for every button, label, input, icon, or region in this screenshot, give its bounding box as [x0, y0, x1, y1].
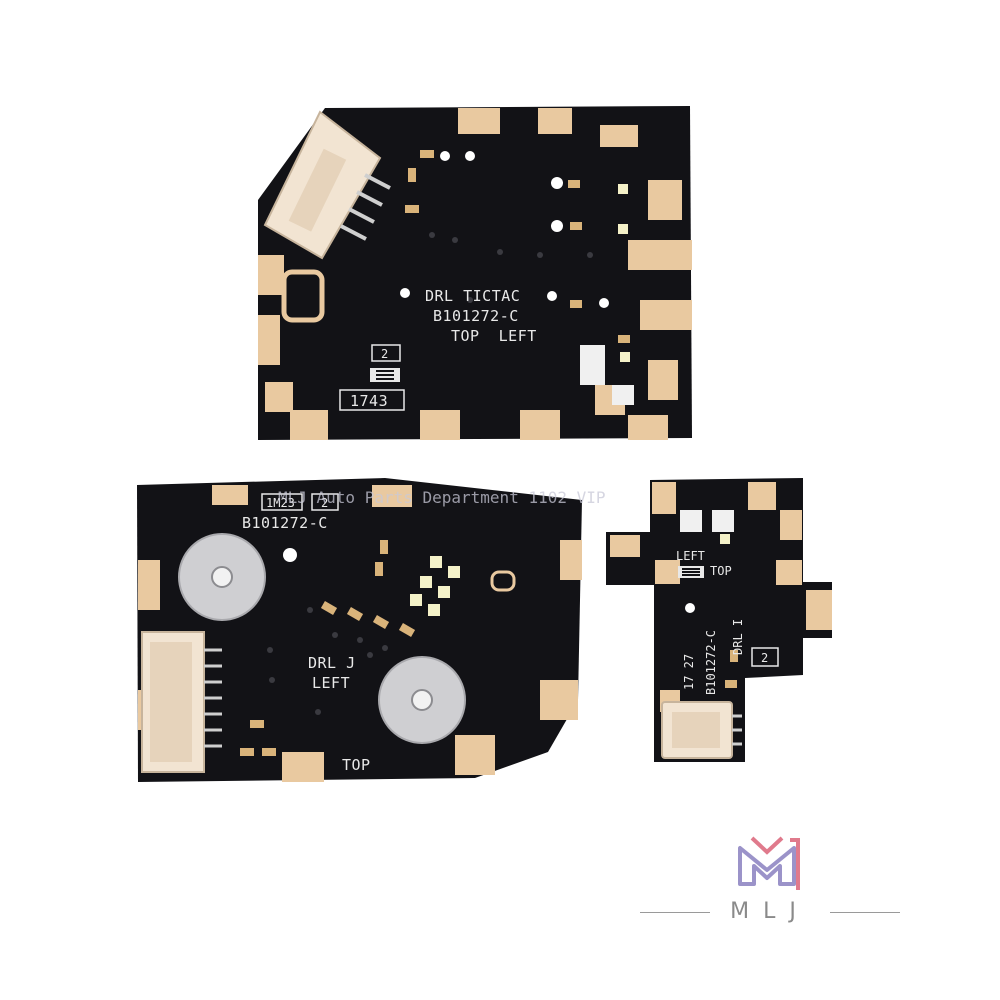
connector-small [661, 701, 742, 759]
silk-box-number: 2 [381, 347, 388, 361]
mlj-logo-icon [738, 836, 800, 890]
pcb-board-bottom-left: 1M23 2 B101272-C DRL J LEFT TOP [137, 478, 582, 782]
silk-part-number-2: B101272-C [242, 514, 328, 532]
silk-small-box: 2 [761, 651, 768, 665]
mounting-pad-lower [378, 656, 466, 744]
brand-lockup: MLJ [640, 895, 900, 929]
silk-left: LEFT [312, 674, 350, 692]
silk-code-b: 2 [321, 496, 328, 510]
led-array [410, 556, 460, 616]
brand-line-right [830, 912, 900, 913]
mounting-pad-upper [178, 533, 266, 621]
silk-drl-tictac: DRL TICTAC [425, 287, 520, 305]
silk-part-number: B101272-C [433, 307, 519, 325]
silk-small-top: TOP [710, 564, 732, 578]
silk-small-left: LEFT [676, 549, 705, 563]
silk-small-drl: DRL I [731, 619, 745, 655]
pcb-board-small: LEFT TOP B101272-C 17 27 DRL I 2 [606, 478, 832, 762]
connector-7pin [141, 631, 222, 773]
silk-small-date: 17 27 [682, 654, 696, 690]
silk-drl-j: DRL J [308, 654, 356, 672]
silk-top: TOP [342, 756, 371, 774]
silk-top-left: TOP LEFT [451, 327, 537, 345]
brand-name: MLJ [730, 899, 810, 924]
silk-small-part: B101272-C [704, 630, 718, 695]
pcb-board-top: DRL TICTAC B101272-C TOP LEFT 2 1743 [258, 106, 692, 440]
brand-line-left [640, 912, 710, 913]
watermark-text: MLJ Auto Parts Department 1102 VIP [278, 488, 606, 507]
silk-date-code: 1743 [350, 392, 388, 410]
silk-code-a: 1M23 [266, 496, 295, 510]
connector-4pin [263, 110, 391, 260]
